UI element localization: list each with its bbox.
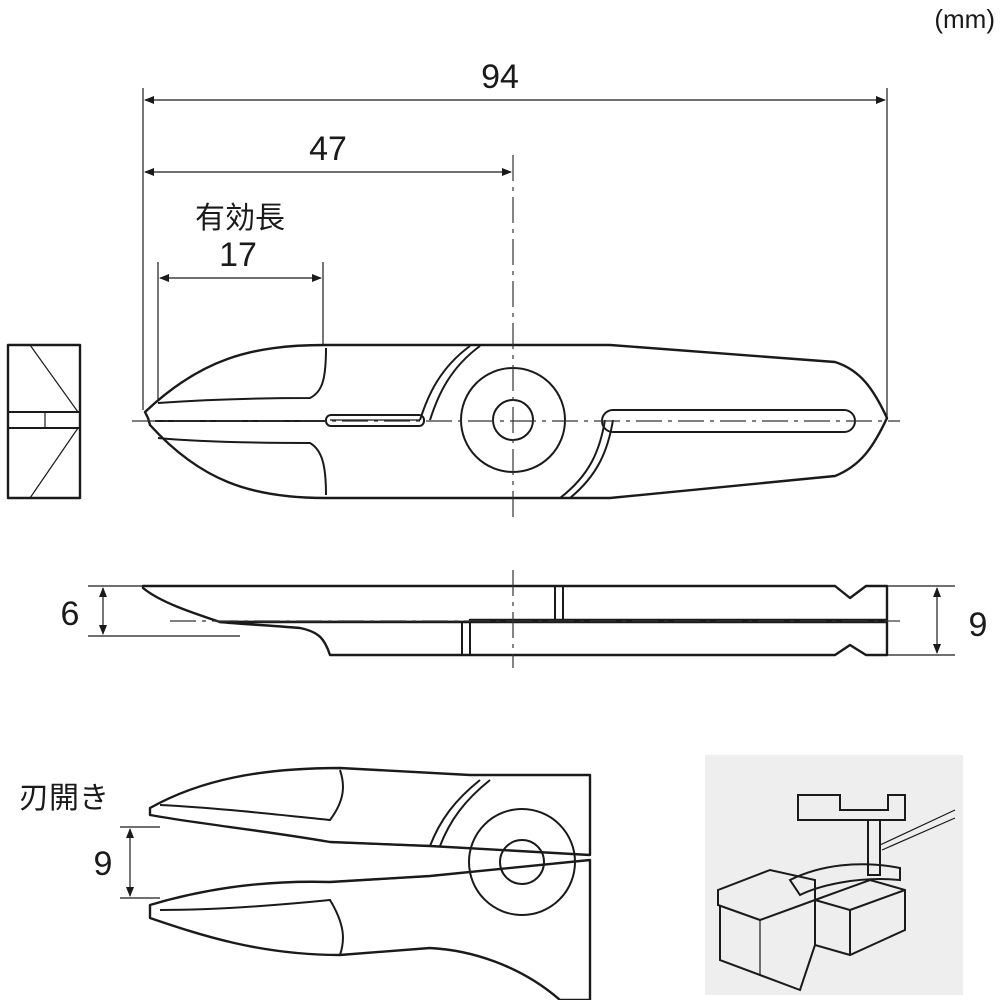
end-view xyxy=(6,343,82,500)
unit-label: (mm) xyxy=(934,4,995,34)
effective-length-label: 有効長 xyxy=(195,201,285,236)
dimension-total-length: 94 xyxy=(481,58,519,96)
jaw-opening-label: 刃開き xyxy=(19,781,109,816)
side-view xyxy=(141,570,900,668)
dimension-blade-thickness: 6 xyxy=(61,595,80,633)
usage-illustration xyxy=(705,755,963,995)
dimension-body-thickness: 9 xyxy=(969,606,988,644)
dimension-jaw-opening: 9 xyxy=(94,845,113,883)
top-view-dimensions: 94 47 有効長 17 xyxy=(142,58,888,420)
top-view-tool xyxy=(132,155,900,520)
dimension-effective-length: 17 xyxy=(219,236,257,274)
open-jaw-view: 刃開き 9 xyxy=(19,766,592,1000)
dimension-pivot-distance: 47 xyxy=(309,130,347,168)
side-view-dimensions: 6 9 xyxy=(61,585,988,656)
